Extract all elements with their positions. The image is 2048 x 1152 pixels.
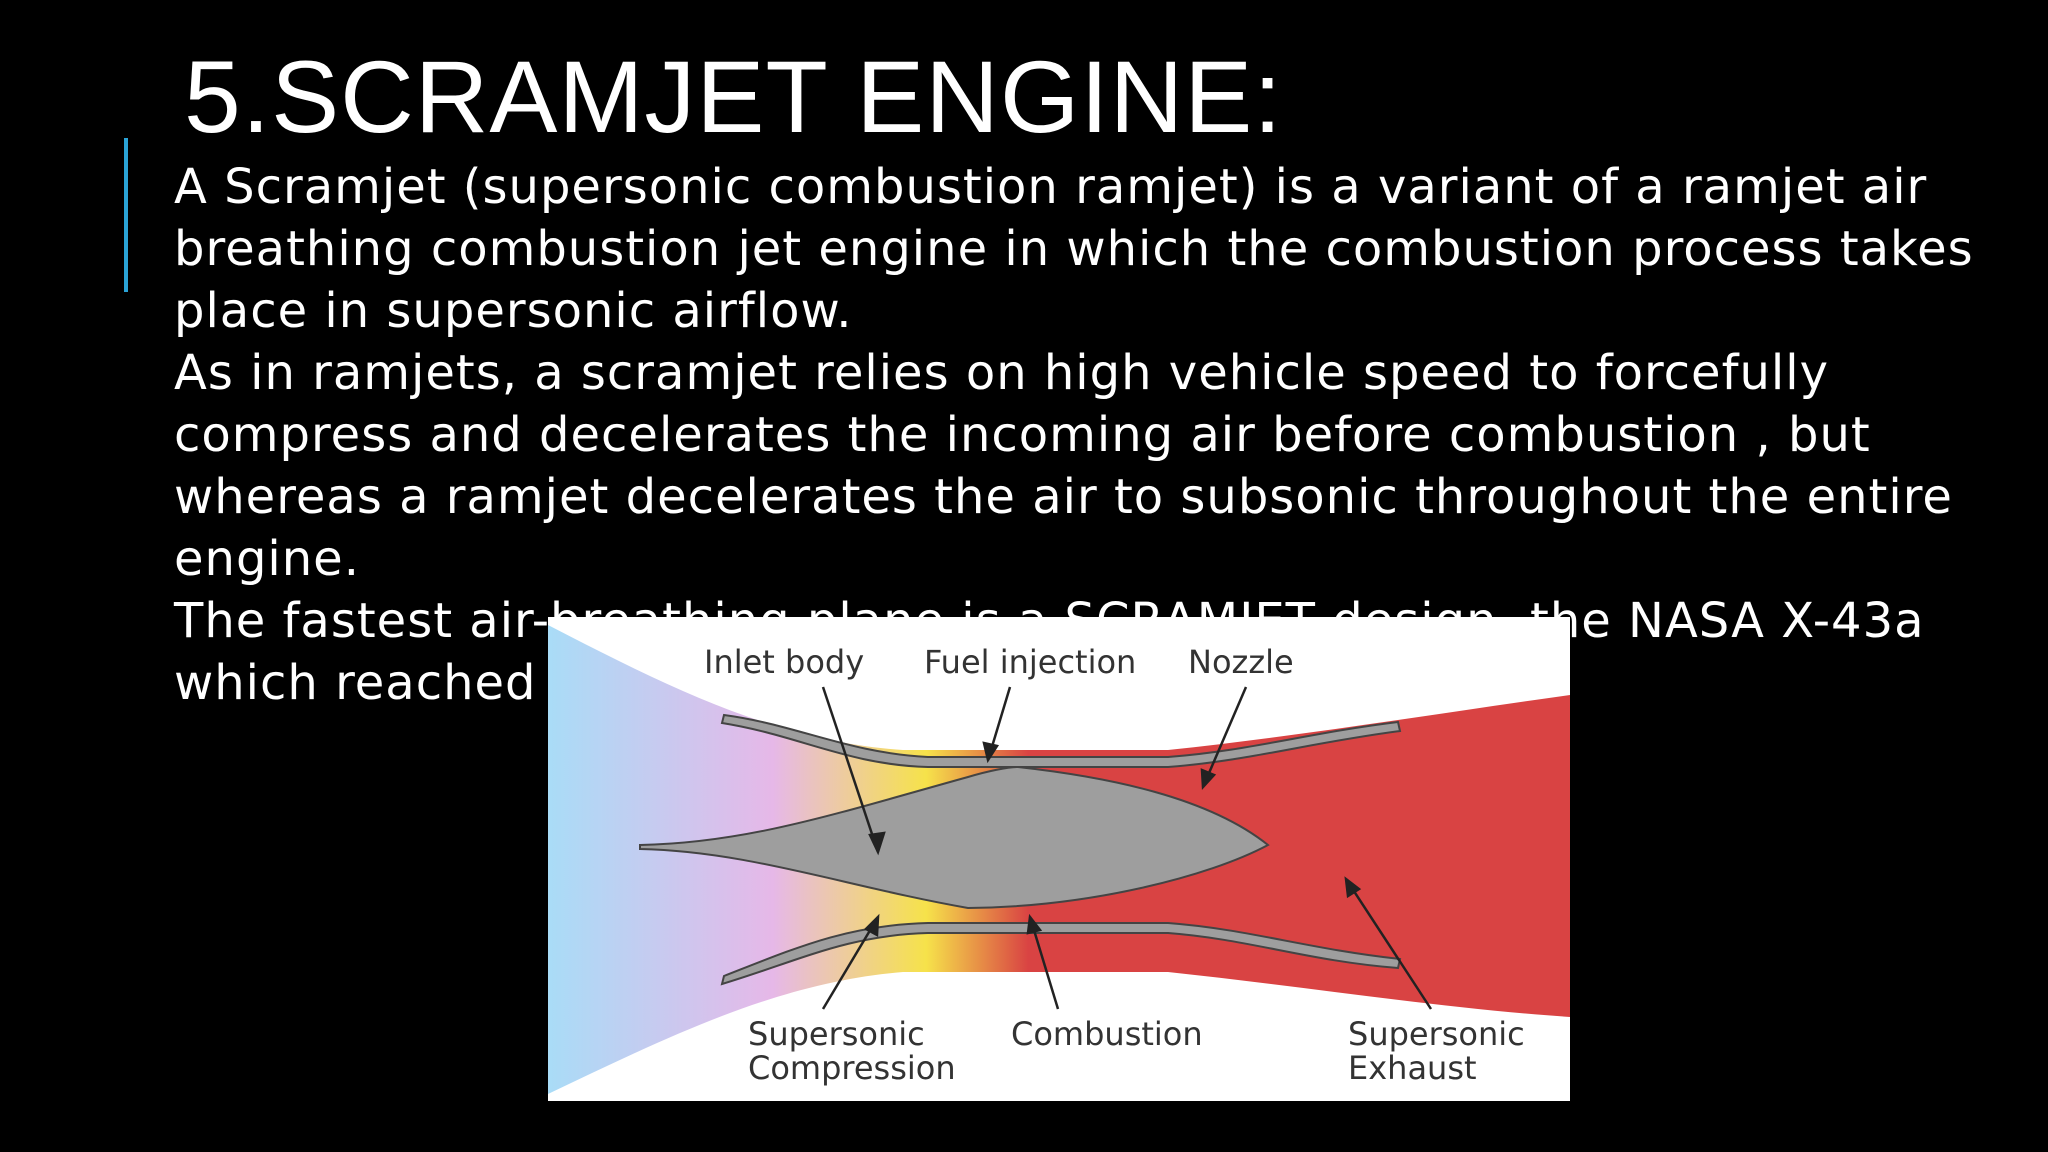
label-supersonic-compression-2: Compression xyxy=(748,1049,956,1087)
leader-arrows xyxy=(821,686,1433,1010)
label-supersonic-exhaust-2: Exhaust xyxy=(1348,1049,1477,1087)
upper-cowl xyxy=(720,713,1402,768)
label-supersonic-exhaust-1: Supersonic xyxy=(1348,1015,1525,1053)
paragraph-definition: A Scramjet (supersonic combustion ramjet… xyxy=(174,159,1974,339)
scramjet-diagram-svg: Inlet body Fuel injection Nozzle Superso… xyxy=(548,625,1570,1094)
accent-bar xyxy=(124,138,128,292)
inlet-body xyxy=(639,765,1270,910)
label-fuel-injection: Fuel injection xyxy=(924,643,1136,681)
label-combustion: Combustion xyxy=(1011,1015,1203,1053)
label-supersonic-compression-1: Supersonic xyxy=(748,1015,925,1053)
slide-title: 5.SCRAMJET ENGINE: xyxy=(184,40,1283,154)
label-inlet-body: Inlet body xyxy=(704,643,864,681)
paragraph-principle: As in ramjets, a scramjet relies on high… xyxy=(174,345,1953,587)
label-nozzle: Nozzle xyxy=(1188,643,1294,681)
scramjet-diagram: Inlet body Fuel injection Nozzle Superso… xyxy=(548,617,1570,1101)
